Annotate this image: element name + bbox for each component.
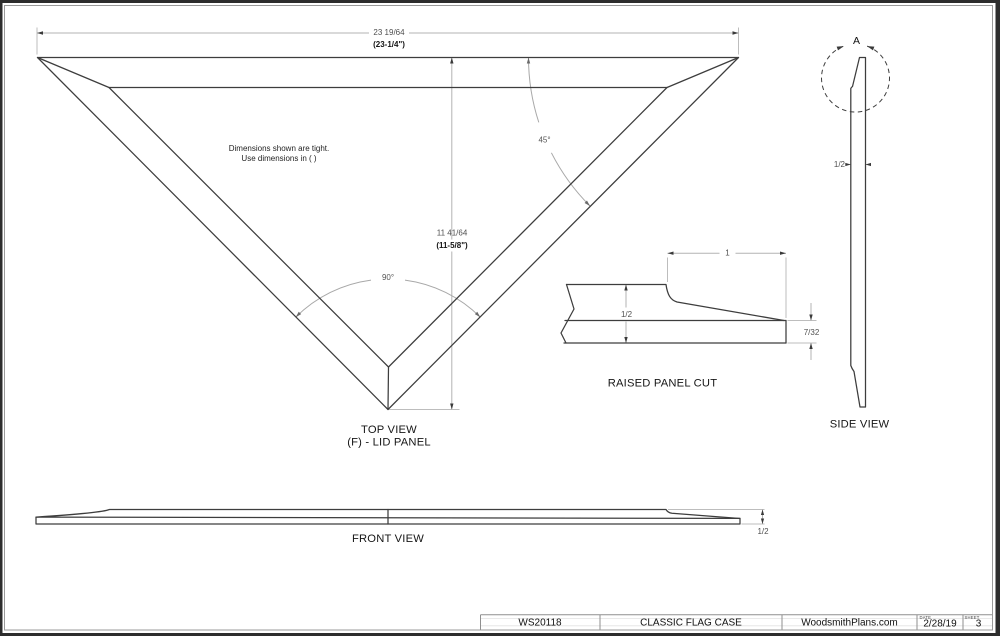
sheet-label: SHEET xyxy=(965,615,980,620)
tight-dimensions-note: Dimensions shown are tight. Use dimensio… xyxy=(229,144,330,163)
panel-bevel-inner-edge xyxy=(108,86,668,368)
angle-arc xyxy=(295,279,372,318)
apex-angle-text: 90° xyxy=(382,273,394,282)
arrowhead xyxy=(450,57,454,64)
inner-border-line xyxy=(4,5,993,631)
edge-thickness-text: 7/32 xyxy=(804,328,820,337)
edge-thickness-dimension: 7/32 xyxy=(787,303,820,360)
corner-angle-text: 45° xyxy=(538,136,550,145)
arrowhead xyxy=(760,509,765,515)
note-line1: Dimensions shown are tight. xyxy=(229,144,330,153)
arrowhead xyxy=(867,46,875,51)
bevel-width-text: 1 xyxy=(725,249,730,258)
arrowhead xyxy=(809,314,813,321)
angle-arc xyxy=(404,279,481,318)
front-view-label: FRONT VIEW xyxy=(352,533,424,545)
raised-panel-profile xyxy=(560,283,787,344)
height-dimension-paren-text: (11-5/8") xyxy=(436,241,468,250)
arrowhead xyxy=(37,31,43,35)
width-dimension-text: 23 19/64 xyxy=(373,28,405,37)
title-block: WS20118 CLASSIC FLAG CASE WoodsmithPlans… xyxy=(480,614,993,630)
top-view-width-dimension: 23 19/64 (23-1/4") xyxy=(36,27,739,55)
note-line2: Use dimensions in ( ) xyxy=(241,154,316,163)
sheet-value: 3 xyxy=(976,619,982,630)
raised-panel-cut-label: RAISED PANEL CUT xyxy=(608,378,718,390)
date-label: DATE xyxy=(920,615,932,620)
arrowhead xyxy=(474,311,481,318)
top-view: 23 19/64 (23-1/4") 11 41/64 (11-5/8") 45… xyxy=(36,27,740,449)
angle-arc xyxy=(528,57,540,123)
text-mask xyxy=(433,239,471,252)
side-view: A 1/2 SIDE VIEW xyxy=(821,35,890,431)
panel-thickness-dimension: 1/2 xyxy=(621,284,633,343)
panel-outer-edge xyxy=(36,56,740,411)
thickness-text: 1/2 xyxy=(621,310,633,319)
lid-panel-outline xyxy=(36,56,740,411)
side-thickness-dimension: 1/2 xyxy=(834,160,871,169)
top-view-sublabel: (F) - LID PANEL xyxy=(347,437,431,449)
width-dimension-paren-text: (23-1/4") xyxy=(373,40,405,49)
corner-angle-dimension: 45° xyxy=(526,57,591,207)
outer-frame-left xyxy=(0,0,3,636)
detail-callout-a: A xyxy=(821,35,890,113)
outer-frame-bottom xyxy=(0,633,1000,636)
front-thickness-dimension: 1/2 xyxy=(668,509,769,536)
arrowhead xyxy=(809,343,813,349)
arrowhead xyxy=(295,311,302,318)
raised-panel-cut-detail: 1 1/2 7/32 RAISED PANEL C xyxy=(560,249,820,390)
date-value: 2/28/19 xyxy=(923,619,957,630)
side-view-label: SIDE VIEW xyxy=(830,419,890,431)
arrowhead xyxy=(450,403,454,410)
top-view-height-dimension: 11 41/64 (11-5/8") xyxy=(388,57,471,410)
front-view: 1/2 FRONT VIEW xyxy=(35,508,769,545)
arrowhead xyxy=(760,518,765,524)
side-thickness-text: 1/2 xyxy=(834,160,846,169)
arrowhead xyxy=(526,57,531,64)
miter-line-right xyxy=(666,56,740,89)
bevel-width-dimension: 1 xyxy=(667,249,787,318)
arrowhead xyxy=(865,162,871,167)
arrowhead xyxy=(667,251,674,255)
profile-top-and-bevel xyxy=(565,283,785,322)
miter-line-apex xyxy=(387,366,390,411)
outer-frame-right xyxy=(995,0,1000,636)
miter-line-left xyxy=(36,56,110,89)
arrowhead xyxy=(845,162,851,167)
arrowhead xyxy=(624,337,628,343)
arrowhead xyxy=(584,200,590,206)
website: WoodsmithPlans.com xyxy=(801,618,898,629)
front-outer-edge xyxy=(35,508,741,525)
profile-break-line xyxy=(560,283,575,344)
side-profile-outline xyxy=(850,56,867,408)
arrowhead xyxy=(624,284,628,291)
arrowhead xyxy=(836,46,844,51)
front-thickness-text: 1/2 xyxy=(757,527,769,536)
detail-marker-text: A xyxy=(853,35,860,47)
plan-number: WS20118 xyxy=(518,618,562,629)
plan-title: CLASSIC FLAG CASE xyxy=(640,618,742,629)
front-profile-outline xyxy=(35,508,741,525)
apex-angle-dimension: 90° xyxy=(295,273,481,318)
outer-frame-top xyxy=(0,0,1000,3)
arrowhead xyxy=(780,251,786,255)
top-view-label: TOP VIEW xyxy=(361,424,417,436)
arrowhead xyxy=(732,31,739,35)
detail-circle xyxy=(821,45,890,113)
height-dimension-text: 11 41/64 xyxy=(437,229,468,238)
